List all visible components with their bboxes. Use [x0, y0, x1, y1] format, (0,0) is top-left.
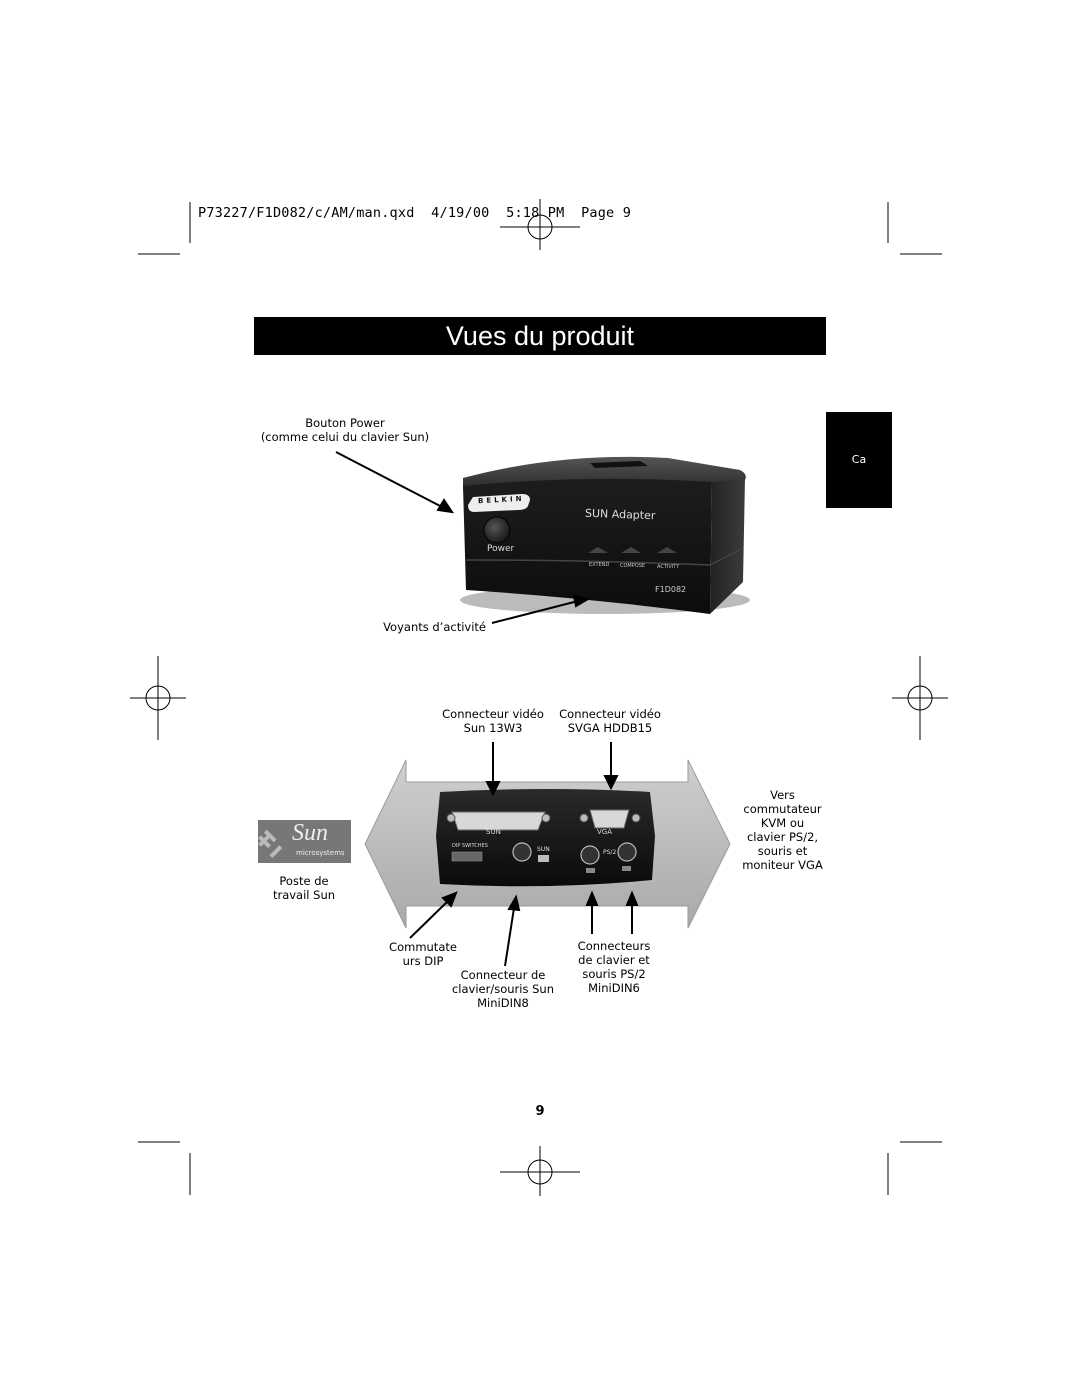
- power-button-label-line2: (comme celui du clavier Sun): [260, 430, 430, 444]
- sun-port-text: SUN: [486, 828, 501, 836]
- dip-switches-label: Commutate urs DIP: [389, 940, 457, 968]
- sun-minidin-text: SUN: [537, 846, 550, 853]
- vga-video-label-line2: SVGA HDDB15: [567, 721, 653, 735]
- file-slug: P73227/F1D082/c/AM/man.qxd 4/19/00 5:18 …: [198, 205, 632, 221]
- sun-logo-sub: microsystems: [296, 849, 345, 857]
- vga-video-label-line1: Connecteur vidéo: [559, 707, 661, 721]
- power-button-label-line1: Bouton Power: [305, 416, 385, 430]
- sun-video-label-line2: Sun 13W3: [463, 721, 523, 735]
- activity-leds-label: Voyants d’activité: [383, 620, 486, 634]
- ps2-connectors-label: Connecteurs de clavier et souris PS/2 Mi…: [577, 939, 651, 995]
- title-bar: Vues du produit: [254, 317, 826, 355]
- sun-13w3-connector: [446, 811, 551, 831]
- ps2-port-text: PS/2: [603, 849, 617, 856]
- power-button-text: Power: [487, 544, 515, 554]
- model-number-text: F1D082: [655, 585, 687, 594]
- sun-keyboard-connector-label: Connecteur de clavier/souris Sun MiniDIN…: [451, 968, 554, 1010]
- dip-switches-text: DIP SWITCHES: [452, 843, 488, 849]
- workstation-label: Poste de travail Sun: [272, 874, 336, 902]
- language-tab[interactable]: Ca: [826, 412, 892, 508]
- sun-video-label-line1: Connecteur vidéo: [442, 707, 544, 721]
- svga-hddb15-connector: [579, 809, 641, 829]
- to-kvm-label: Vers commutateur KVM ou clavier PS/2, so…: [742, 788, 823, 872]
- vga-port-text: VGA: [597, 828, 613, 836]
- sun-logo-word: Sun: [292, 820, 328, 846]
- page-number: 9: [535, 1104, 545, 1119]
- language-tab-label: Ca: [851, 453, 867, 466]
- led-compose-text: COMPOSE: [620, 563, 646, 569]
- belkin-logo: [468, 494, 530, 512]
- page-title: Vues du produit: [445, 321, 635, 351]
- led-extend-text: EXTEND: [589, 562, 610, 568]
- led-activity-text: ACTIVITY: [657, 564, 680, 570]
